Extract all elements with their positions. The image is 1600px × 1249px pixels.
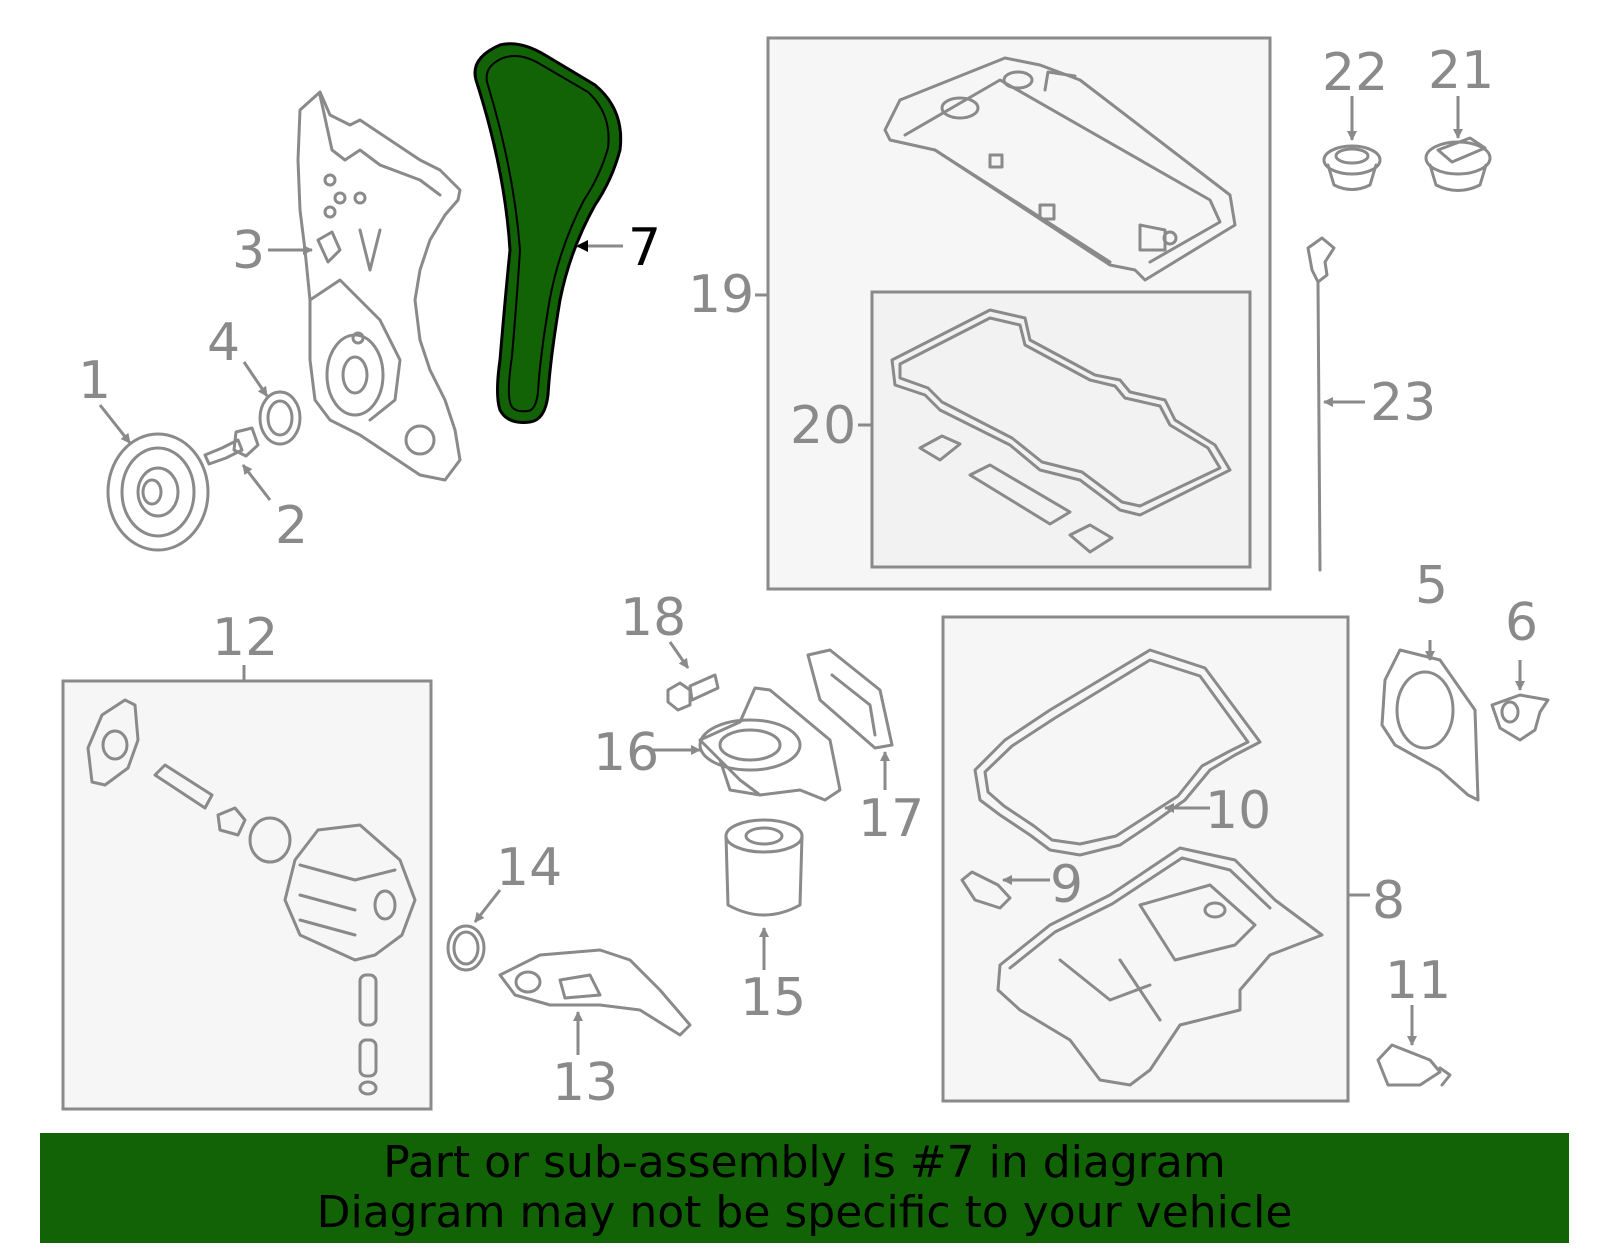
callout-22: 22 <box>1322 43 1388 103</box>
callout-19: 19 <box>688 265 754 325</box>
callout-9: 9 <box>1050 855 1083 915</box>
part-bracket-6[interactable] <box>1490 693 1550 742</box>
part-oil-filter-housing[interactable] <box>698 686 842 802</box>
callout-3: 3 <box>232 221 265 281</box>
part-21-oil-filler-cap[interactable] <box>1424 136 1492 192</box>
callout-17: 17 <box>858 789 924 849</box>
part-front-seal[interactable] <box>258 390 302 446</box>
callout-7: 7 <box>628 218 661 278</box>
callout-2: 2 <box>275 496 308 556</box>
part-timing-cover[interactable] <box>296 90 462 482</box>
part-oil-pickup-tube[interactable] <box>498 948 692 1037</box>
callout-10: 10 <box>1205 781 1271 841</box>
callout-1: 1 <box>78 351 111 411</box>
callout-12: 12 <box>212 608 278 668</box>
callouts: 1 2 3 4 7 19 20 22 21 23 12 14 13 18 16 … <box>78 41 1538 1113</box>
part-crankshaft-pulley[interactable] <box>106 432 210 552</box>
part-valve-cover[interactable] <box>883 56 1237 282</box>
part-bolt-18[interactable] <box>666 673 720 712</box>
callout-21: 21 <box>1428 41 1494 101</box>
callout-5: 5 <box>1415 556 1448 616</box>
callout-4: 4 <box>207 313 240 373</box>
callout-11: 11 <box>1385 951 1451 1011</box>
callout-8: 8 <box>1372 871 1405 931</box>
part-drain-plug-9[interactable] <box>960 870 1012 910</box>
part-oil-pan-gasket[interactable] <box>973 648 1262 857</box>
part-o-ring[interactable] <box>446 924 486 972</box>
leader-lines <box>98 96 1525 1055</box>
part-22-plug[interactable] <box>1322 144 1382 191</box>
part-oil-sensor-11[interactable] <box>1376 1043 1452 1087</box>
info-banner: Part or sub-assembly is #7 in diagram Di… <box>40 1133 1569 1243</box>
callout-16: 16 <box>593 723 659 783</box>
part-oil-pump[interactable] <box>86 698 417 1096</box>
banner-line-2: Diagram may not be specific to your vehi… <box>316 1187 1293 1238</box>
callout-13: 13 <box>552 1053 618 1113</box>
group-box-8 <box>941 615 1350 1103</box>
callout-15: 15 <box>740 968 806 1028</box>
part-oil-pan[interactable] <box>996 846 1324 1087</box>
callout-6: 6 <box>1505 593 1538 653</box>
callout-23: 23 <box>1370 373 1436 433</box>
banner-line-1: Part or sub-assembly is #7 in diagram <box>383 1137 1226 1188</box>
callout-14: 14 <box>496 838 562 898</box>
part-oil-filter[interactable] <box>724 818 804 917</box>
part-filter-housing-gasket[interactable] <box>806 648 894 750</box>
part-7-timing-chain-guide[interactable] <box>473 42 623 424</box>
callout-20: 20 <box>790 396 856 456</box>
part-pulley-bolt[interactable] <box>203 426 260 466</box>
part-23-dipstick[interactable] <box>1306 236 1336 572</box>
part-valve-cover-gasket[interactable] <box>890 308 1232 554</box>
group-box-20 <box>870 290 1252 569</box>
callout-18: 18 <box>620 588 686 648</box>
part-rear-seal-retainer[interactable] <box>1380 648 1480 802</box>
